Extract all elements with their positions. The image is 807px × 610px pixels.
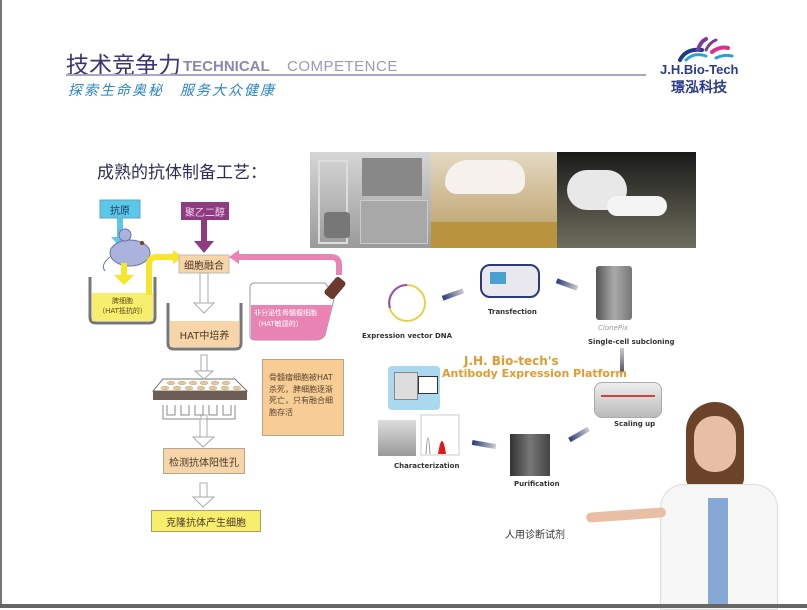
purification-system-icon	[510, 434, 550, 476]
section-title: 成熟的抗体制备工艺：	[97, 163, 267, 183]
step-single-cell-subcloning: Single-cell subcloning	[588, 338, 675, 346]
peg-label: 聚乙二醇	[185, 207, 225, 219]
doctor-illustration	[585, 402, 780, 610]
hat-culture-label: HAT中培养	[179, 330, 230, 342]
arrow-icon	[568, 426, 590, 443]
clone-antibody-cells-box: 克隆抗体产生细胞	[151, 510, 261, 532]
header-divider	[66, 74, 646, 76]
analyzer-icon	[378, 420, 416, 456]
logo-name-en: J.H.Bio-Tech	[660, 62, 739, 77]
bioreactor-icon	[594, 382, 662, 418]
slide-left-border	[0, 0, 2, 608]
slogan: 探索生命奥秘 服务大众健康	[68, 83, 276, 99]
arrow-icon	[441, 288, 465, 301]
hybridoma-flowchart	[88, 199, 346, 508]
step-transfection: Transfection	[488, 308, 537, 316]
plasmid-icon	[388, 284, 426, 322]
antigen-label: 抗原	[110, 205, 130, 217]
logo-icon	[678, 37, 734, 62]
lab-photo-strip	[310, 152, 696, 248]
mouse-injection-photo	[557, 152, 696, 248]
fusion-apparatus-photo	[310, 152, 431, 248]
hat-selection-note: 骨髓瘤细胞被HAT杀死，脾细胞逐渐死亡，只有融合细胞存活	[262, 359, 344, 436]
page-title-en-light: COMPETENCE	[287, 58, 398, 75]
step-scaling-up: Scaling up	[614, 420, 656, 428]
step-characterization: Characterization	[394, 462, 460, 470]
arrow-icon	[471, 439, 497, 450]
computer-icon	[388, 366, 440, 410]
transfection-device-icon	[480, 264, 540, 298]
mouse-in-cage-photo	[431, 152, 557, 248]
diagnostic-reagent-caption: 人用诊断试剂	[505, 530, 565, 541]
antibody-expression-platform: Expression vector DNA Transfection Clone…	[360, 260, 680, 490]
detect-positive-wells-box: 检测抗体阳性孔	[163, 448, 245, 474]
arrow-icon	[620, 348, 624, 372]
clonepix-machine-icon	[596, 266, 632, 320]
page-title-en-bold: TECHNICAL	[183, 58, 270, 75]
platform-title-line2: Antibody Expression Platform	[442, 367, 627, 380]
step-expression-vector: Expression vector DNA	[362, 332, 453, 340]
slide-bottom-border	[0, 604, 807, 608]
spleen-cells-label: 脾细胞 （HAT抵抗的）	[98, 297, 147, 315]
mouse-icon	[102, 228, 151, 272]
histogram-icon	[420, 414, 460, 456]
platform-title-line1: J.H. Bio-tech's	[464, 354, 559, 368]
fusion-label: 细胞融合	[184, 260, 224, 272]
myeloma-label: 非分泌性骨髓瘤细胞（HAT敏感的）	[254, 309, 317, 328]
logo-name-cn: 璟泓科技	[671, 80, 727, 96]
step-purification: Purification	[514, 480, 560, 488]
instrument-brand: ClonePix	[598, 324, 629, 332]
arrow-icon	[555, 278, 579, 291]
